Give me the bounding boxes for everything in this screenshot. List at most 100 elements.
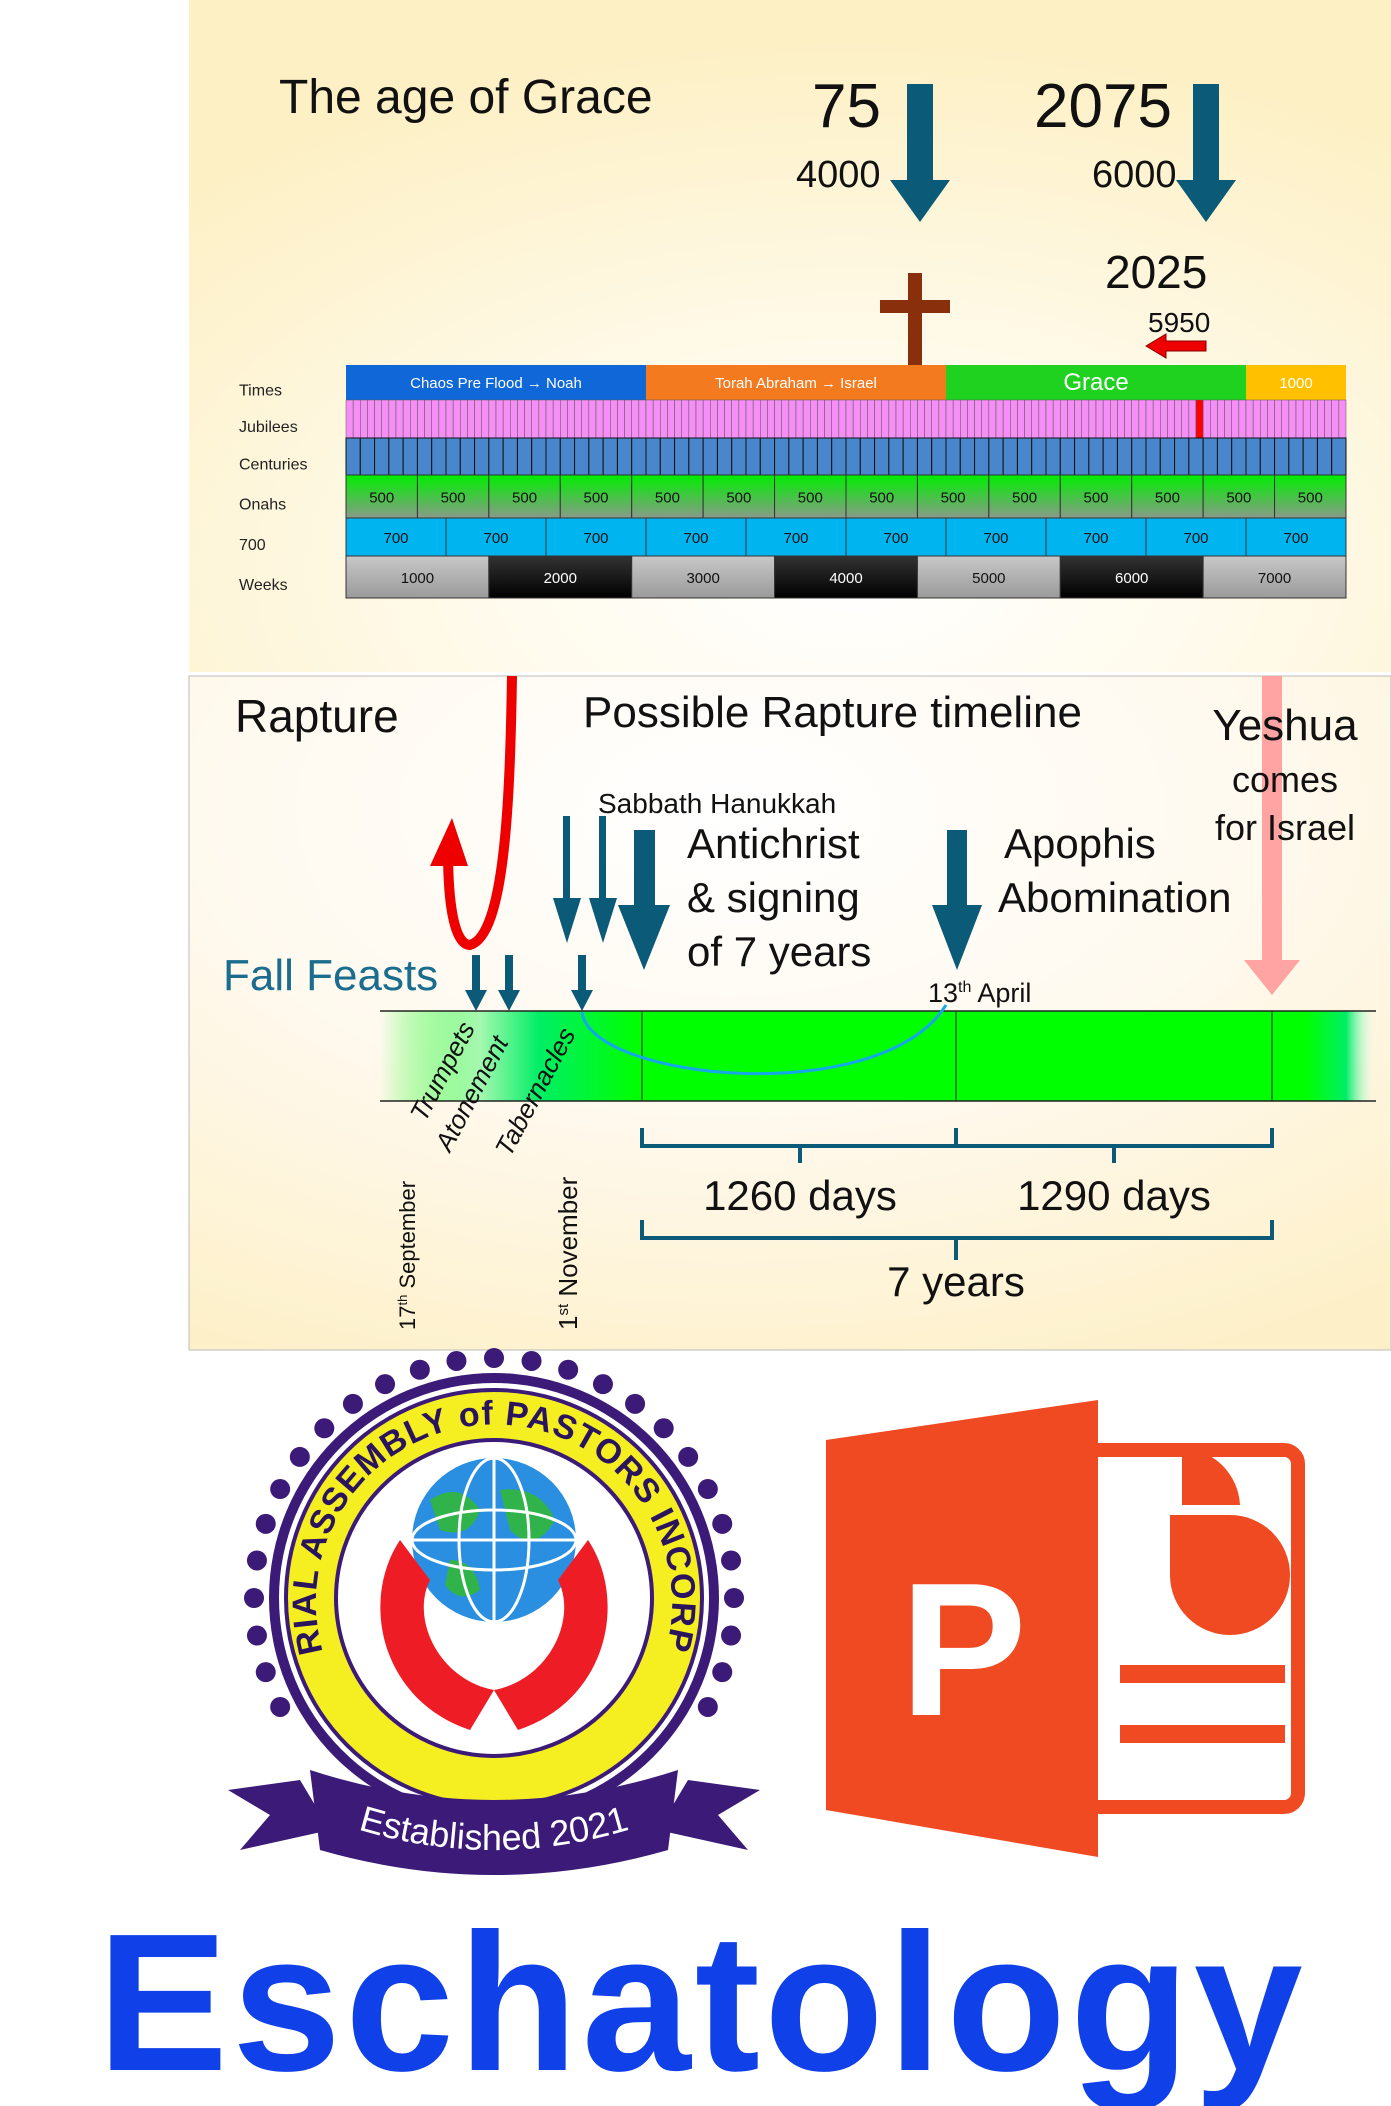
century-cell <box>1174 437 1190 476</box>
jubilee-cell <box>695 399 704 439</box>
jubilee-cell <box>1145 399 1154 439</box>
jubilee-cell <box>1110 399 1118 439</box>
marker-left-am: 4000 <box>796 154 881 196</box>
jubilee-cell <box>1010 399 1018 439</box>
braces <box>640 1128 1274 1260</box>
onahs-label: 500 <box>1226 490 1251 507</box>
century-cell <box>488 437 504 476</box>
row-label: Jubilees <box>239 419 298 436</box>
onahs-cell <box>774 474 847 519</box>
times-segment <box>946 365 1246 400</box>
jubilee-cell <box>517 399 525 439</box>
century-cell <box>945 437 961 476</box>
century-cell <box>974 437 990 476</box>
jubilee-cell <box>1338 399 1347 439</box>
jubilee-cell <box>1174 399 1182 439</box>
jubilee-cell <box>1117 399 1125 439</box>
antichrist-line-2: & signing <box>687 874 860 921</box>
times-label: Torah Abraham → Israel <box>715 375 877 392</box>
jubilee-cell <box>374 399 382 439</box>
jubilee-cell <box>895 399 904 439</box>
jubilee-cell <box>395 399 404 439</box>
jubilee-cell <box>760 399 768 439</box>
seven_hundreds-label: 700 <box>583 530 608 547</box>
down-arrow-icon <box>1244 676 1300 995</box>
onahs-cell <box>988 474 1061 519</box>
weeks-label: 5000 <box>972 570 1005 587</box>
date-november: 1st November <box>553 1176 583 1330</box>
april-date: 13th April <box>928 978 1031 1008</box>
rapture-label: Rapture <box>235 690 399 742</box>
century-cell <box>931 437 947 476</box>
jubilee-cell <box>974 399 982 439</box>
century-cell <box>674 437 690 476</box>
jubilee-cell <box>667 399 675 439</box>
century-cell <box>802 437 818 476</box>
logo-bead <box>625 1393 646 1414</box>
jubilee-cell <box>1252 399 1261 439</box>
jubilee-cell <box>1095 399 1104 439</box>
jubilee-cell <box>638 399 647 439</box>
jubilee-cell <box>1331 399 1340 439</box>
logo-bead <box>246 1550 267 1571</box>
century-cell <box>745 437 761 476</box>
century-cell <box>1316 437 1333 476</box>
jubilee-cell <box>574 399 582 439</box>
century-cell <box>831 437 847 476</box>
logo-bead <box>446 1350 467 1371</box>
times-segment <box>1246 365 1346 400</box>
onahs-cell <box>559 474 633 519</box>
jubilee-cell <box>1045 399 1054 439</box>
jubilee-cell <box>817 399 825 439</box>
onahs-cell <box>1059 474 1133 519</box>
jubilee-cell <box>652 399 661 439</box>
century-cell <box>1302 437 1318 476</box>
jubilee-cell <box>717 399 725 439</box>
seven_hundreds-cell <box>745 517 847 557</box>
jubilee-cell <box>1031 399 1040 439</box>
down-arrow-icon <box>589 816 617 943</box>
jubilee-cell <box>1074 399 1082 439</box>
jubilee-cell <box>495 399 504 439</box>
jubilee-cell <box>988 399 997 439</box>
jubilee-cell <box>824 399 832 439</box>
jubilee-cell <box>1038 399 1047 439</box>
logo-bead <box>342 1393 363 1414</box>
jubilee-cell <box>595 399 604 439</box>
logo-bead <box>246 1625 267 1646</box>
jubilee-cell <box>1210 399 1218 439</box>
century-cell <box>988 437 1004 476</box>
down-arrow-icon <box>498 955 520 1011</box>
logo-bead <box>721 1625 742 1646</box>
jubilee-cell <box>1081 399 1090 439</box>
onahs-cell <box>916 474 990 519</box>
jubilee-cell <box>452 399 461 439</box>
jubilee-cell <box>1024 399 1032 439</box>
jubilee-cell <box>1260 399 1268 439</box>
century-cell <box>1245 437 1261 476</box>
seven_hundreds-label: 700 <box>683 530 708 547</box>
timeline-title: Possible Rapture timeline <box>583 688 1082 737</box>
century-cell <box>874 437 890 476</box>
weeks-cell <box>916 555 1061 599</box>
jubilee-cell <box>852 399 861 439</box>
logo-bead <box>289 1446 310 1467</box>
jubilee-cell <box>767 399 775 439</box>
footer-title: Eschatology <box>97 1893 1306 2106</box>
century-cell <box>702 437 718 476</box>
logo-bead <box>592 1374 613 1395</box>
period-1260: 1260 days <box>703 1172 897 1219</box>
down-arrow-icon <box>553 816 581 943</box>
seven_hundreds-cell <box>1145 517 1247 557</box>
jubilee-cell <box>1067 399 1075 439</box>
jubilee-cell <box>1231 399 1240 439</box>
jubilee-cell <box>774 399 782 439</box>
jubilee-cell <box>931 399 940 439</box>
jubilee-cell <box>645 399 654 439</box>
century-cell <box>559 437 576 476</box>
seven_hundreds-label: 700 <box>483 530 508 547</box>
jubilee-cell <box>1188 399 1197 439</box>
jubilee-cell <box>995 399 1004 439</box>
onahs-cell <box>631 474 704 519</box>
